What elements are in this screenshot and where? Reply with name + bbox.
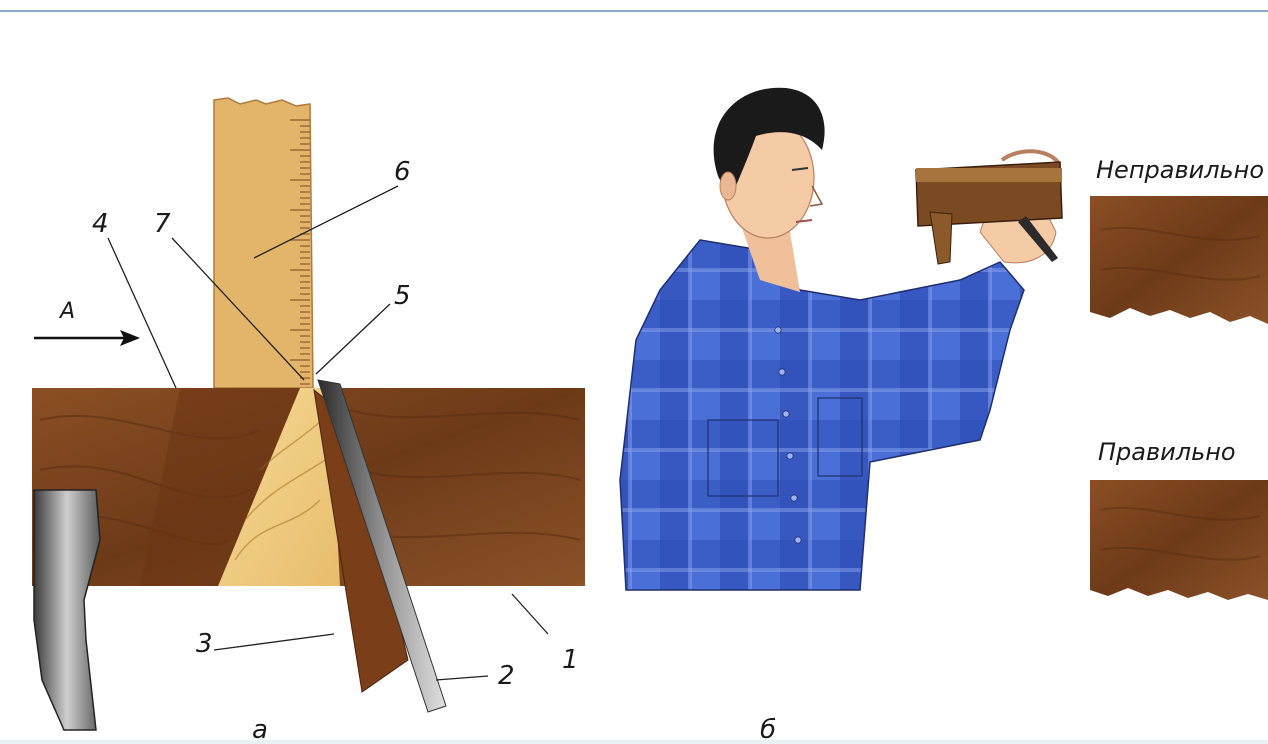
callout-4: 4 [92,209,109,239]
left-chisel [34,490,100,730]
person-figure [620,88,1058,590]
callout-3: 3 [196,629,213,659]
panel-b-label: б [760,715,776,740]
right-sample [1090,480,1268,600]
right-label: Правильно [1098,438,1236,466]
direction-label: А [58,299,75,324]
callout-7: 7 [154,209,171,239]
wrong-label: Неправильно [1096,156,1264,184]
callout-1: 1 [562,645,579,675]
panel-a: А 4 7 6 5 3 2 1 а [32,98,585,740]
panel-a-label: а [252,715,268,740]
panel-b: Неправильно Правильно б [620,88,1268,740]
direction-arrow [34,330,140,346]
callout-5: 5 [394,281,411,311]
callout-6: 6 [394,157,411,187]
wrong-sample [1090,196,1268,324]
ruler [214,98,313,388]
callout-2: 2 [498,661,515,691]
